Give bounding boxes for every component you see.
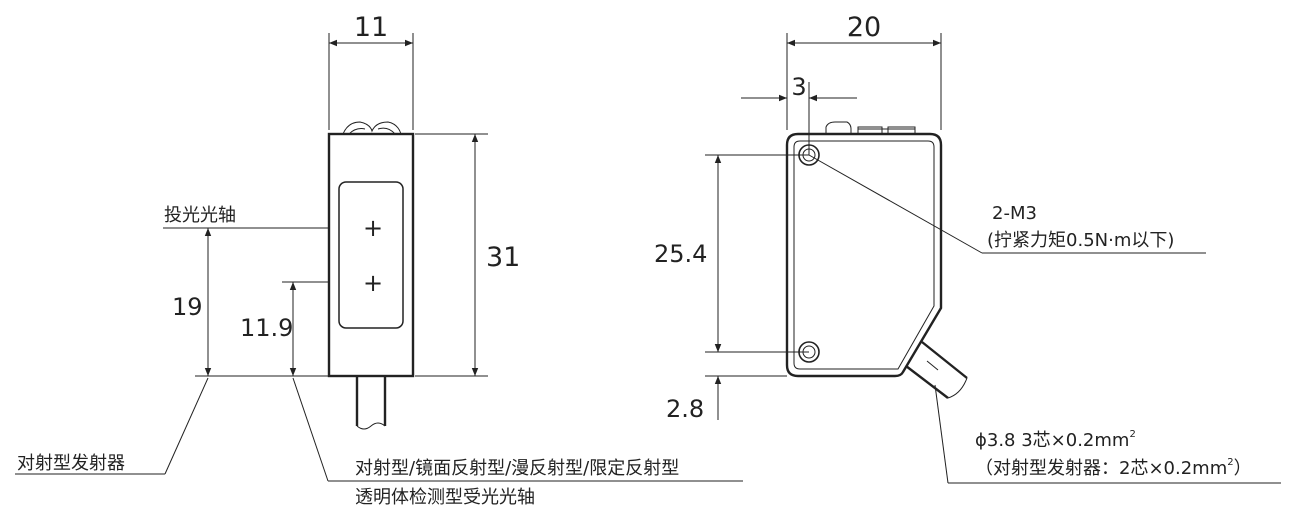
label-thrubeam-emitter: 对射型发射器 bbox=[17, 453, 125, 474]
right-inner-outline bbox=[793, 140, 935, 370]
label-emitter-axis: 投光光轴 bbox=[164, 205, 236, 226]
dim-receiver-axis-11-9: 11.9 bbox=[240, 314, 293, 342]
right-top-details bbox=[825, 121, 916, 134]
label-cable-spec: ϕ3.8 3芯×0.2mm2 bbox=[975, 429, 1136, 451]
dim-width-11: 11 bbox=[354, 12, 388, 43]
right-cable bbox=[905, 341, 968, 399]
dim-width-20: 20 bbox=[847, 12, 881, 43]
dim-bottom-offset-2-8: 2.8 bbox=[666, 395, 704, 423]
left-side-view: + + 11 31 投光光轴 19 11.9 对射型发射器 对射型/镜面 bbox=[15, 12, 743, 508]
dim-hole-offset-3: 3 bbox=[791, 73, 806, 101]
dim-emitter-axis-19: 19 bbox=[172, 293, 203, 321]
left-top-bumps bbox=[342, 121, 402, 135]
label-receiver-types: 对射型/镜面反射型/漫反射型/限定反射型 bbox=[355, 458, 679, 479]
emitter-plus-mark: + bbox=[363, 214, 383, 242]
label-mount-torque: (拧紧力矩0.5N·m以下) bbox=[987, 230, 1174, 251]
left-sensor-body bbox=[327, 132, 415, 378]
receiver-plus-mark: + bbox=[363, 269, 383, 297]
right-sensor-body bbox=[785, 132, 943, 378]
dim-height-31: 31 bbox=[486, 242, 520, 273]
dim-hole-pitch-25-4: 25.4 bbox=[654, 240, 707, 268]
left-cable bbox=[355, 376, 387, 426]
label-mount-screw: 2-M3 bbox=[992, 203, 1037, 224]
right-front-view: 20 3 25.4 2.8 2-M3 (拧紧力矩0.5N·m以下) ϕ3.8 3… bbox=[654, 12, 1281, 484]
left-lens-window bbox=[338, 181, 404, 329]
label-cable-spec-emitter: （对射型发射器：2芯×0.2mm2） bbox=[975, 457, 1252, 479]
label-receiver-axis: 透明体检测型受光光轴 bbox=[355, 487, 535, 508]
